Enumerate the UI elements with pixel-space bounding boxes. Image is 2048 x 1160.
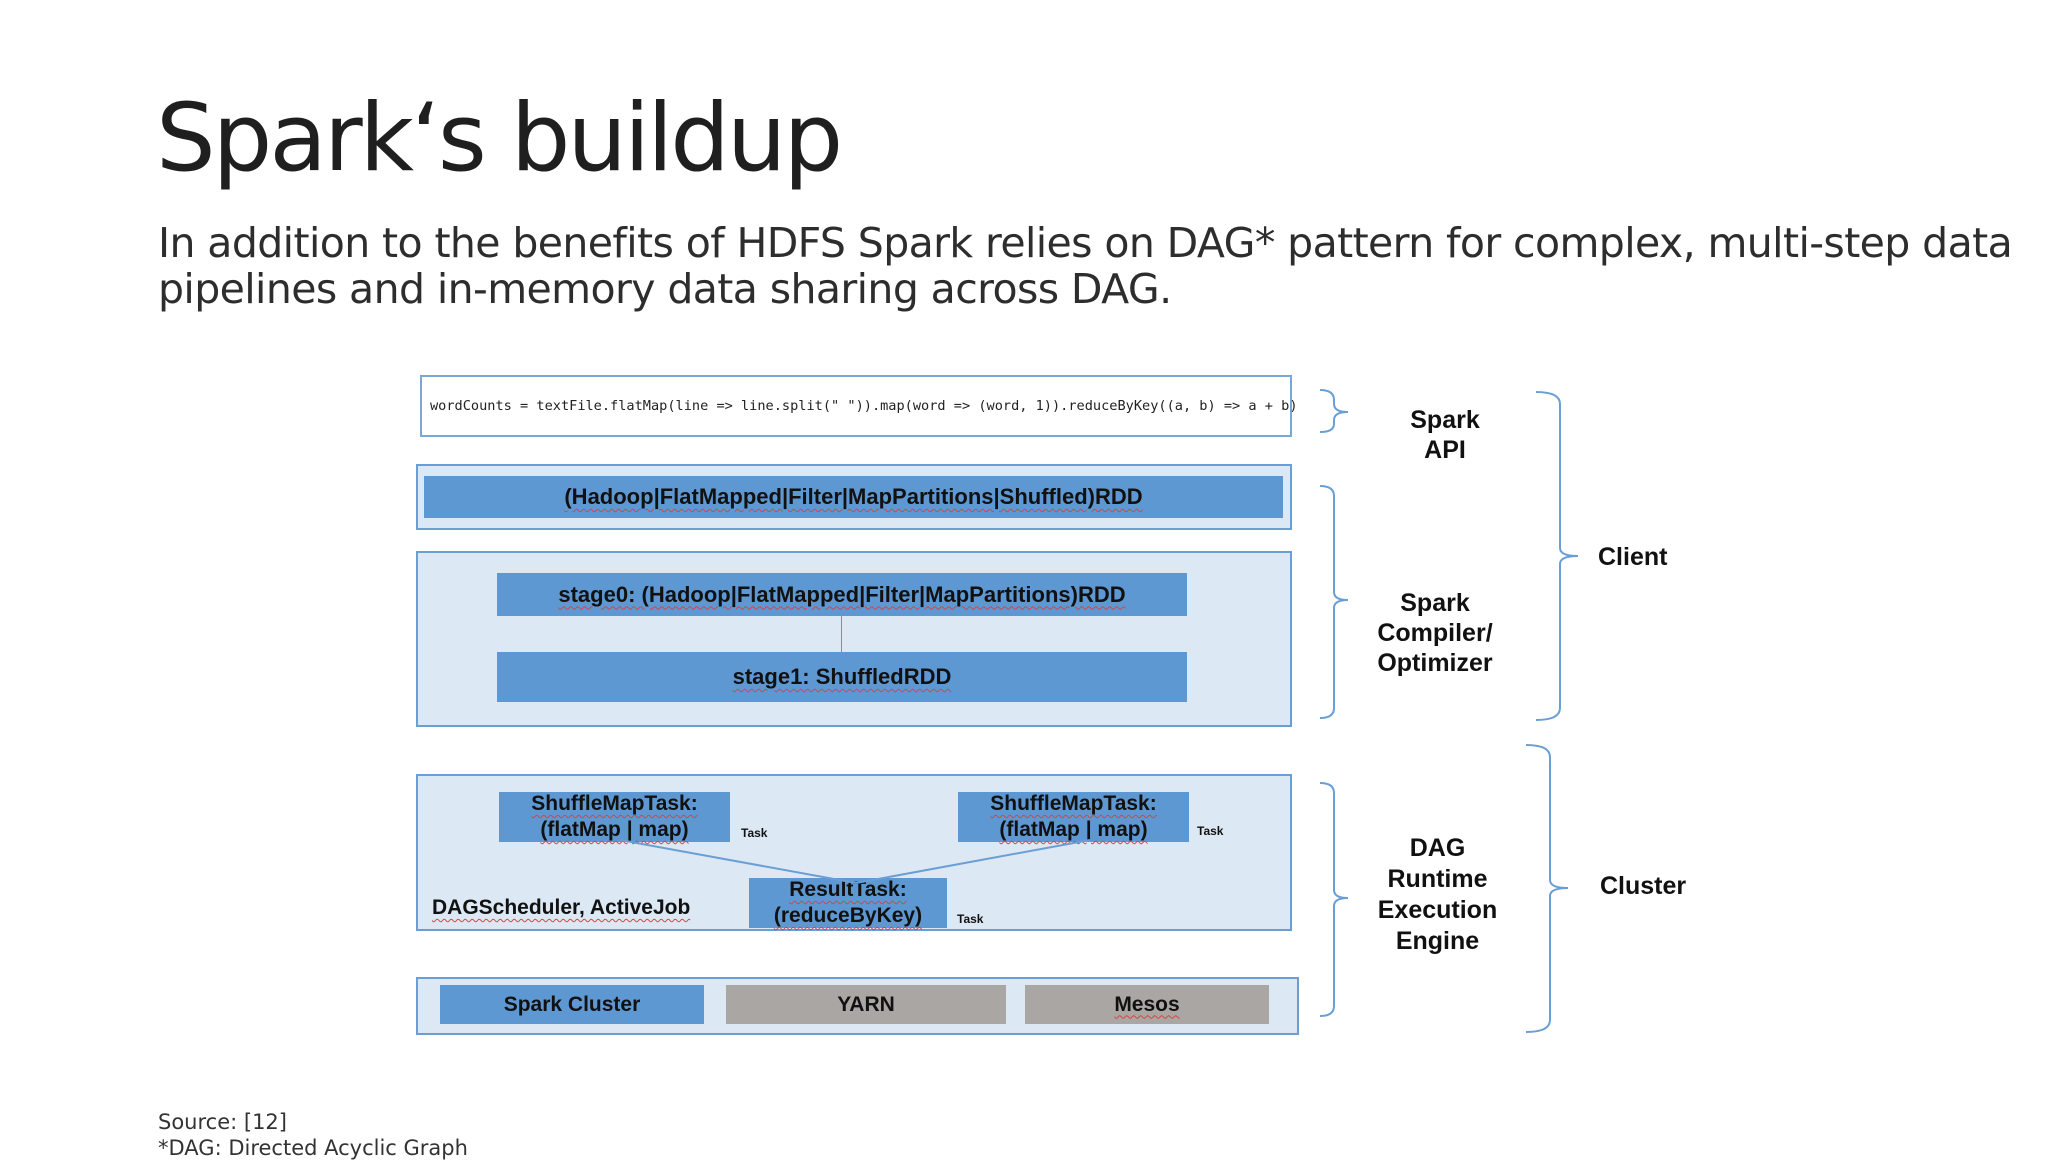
- result-task: ResultTask: (reduceByKey): [749, 878, 947, 928]
- brace-compiler: [1319, 485, 1349, 719]
- tasks-panel: ShuffleMapTask: (flatMap | map) Task Shu…: [416, 774, 1292, 931]
- shuffle-map-task-2-line1: ShuffleMapTask:: [990, 792, 1157, 815]
- group-label-cluster: Cluster: [1600, 872, 1687, 900]
- cluster-managers-panel: Spark Cluster YARN Mesos: [416, 977, 1299, 1035]
- stage-connector-line: [841, 616, 842, 652]
- stages-panel: stage0: (Hadoop|FlatMapped|Filter|MapPar…: [416, 551, 1292, 727]
- brace-runtime: [1319, 782, 1349, 1017]
- cluster-manager-spark: Spark Cluster: [440, 985, 704, 1024]
- shuffle-map-task-2-line2: (flatMap | map): [999, 818, 1148, 841]
- slide-title: Spark‘s buildup: [156, 84, 843, 193]
- dag-footnote: *DAG: Directed Acyclic Graph: [158, 1136, 468, 1160]
- source-note: Source: [12]: [158, 1110, 287, 1134]
- stage0-label: stage0: (Hadoop|FlatMapped|Filter|MapPar…: [558, 581, 1126, 607]
- brace-cluster: [1525, 744, 1569, 1033]
- layer-label-runtime: DAG Runtime Execution Engine: [1377, 834, 1498, 955]
- task-tag-3: Task: [957, 912, 984, 926]
- shuffle-map-task-1-line2: (flatMap | map): [540, 818, 689, 841]
- dag-scheduler-label: DAGScheduler, ActiveJob: [432, 896, 691, 919]
- result-task-line1: ResultTask:: [789, 878, 907, 901]
- brace-spark-api: [1319, 389, 1349, 433]
- shuffle-map-task-1: ShuffleMapTask: (flatMap | map): [499, 792, 730, 842]
- slide-subtitle: In addition to the benefits of HDFS Spar…: [158, 219, 2013, 313]
- layer-label-compiler: Spark Compiler/ Optimizer: [1377, 589, 1493, 677]
- edge-shuffle2-result: [855, 839, 1091, 884]
- code-panel: wordCounts = textFile.flatMap(line => li…: [420, 375, 1298, 437]
- stage1-label: stage1: ShuffledRDD: [732, 664, 952, 689]
- shuffle-map-task-2: ShuffleMapTask: (flatMap | map): [958, 792, 1189, 842]
- stage1-bar: stage1: ShuffledRDD: [497, 652, 1187, 702]
- cluster-manager-yarn: YARN: [726, 985, 1006, 1024]
- task-tag-2: Task: [1197, 824, 1224, 838]
- result-task-line2: (reduceByKey): [773, 904, 923, 927]
- layer-label-spark-api: Spark API: [1410, 406, 1480, 464]
- shuffle-map-task-1-line1: ShuffleMapTask:: [531, 792, 698, 815]
- group-label-client: Client: [1598, 543, 1668, 571]
- stage0-bar: stage0: (Hadoop|FlatMapped|Filter|MapPar…: [497, 573, 1187, 616]
- cluster-manager-mesos: Mesos: [1025, 985, 1269, 1024]
- rdd-bar-label: (Hadoop|FlatMapped|Filter|MapPartitions|…: [564, 484, 1143, 509]
- task-tag-1: Task: [741, 826, 768, 840]
- rdd-panel: (Hadoop|FlatMapped|Filter|MapPartitions|…: [416, 464, 1292, 530]
- edge-shuffle1-result: [619, 839, 857, 884]
- rdd-bar: (Hadoop|FlatMapped|Filter|MapPartitions|…: [424, 476, 1283, 518]
- brace-client: [1535, 391, 1579, 721]
- word-count-code: wordCounts = textFile.flatMap(line => li…: [430, 398, 1298, 414]
